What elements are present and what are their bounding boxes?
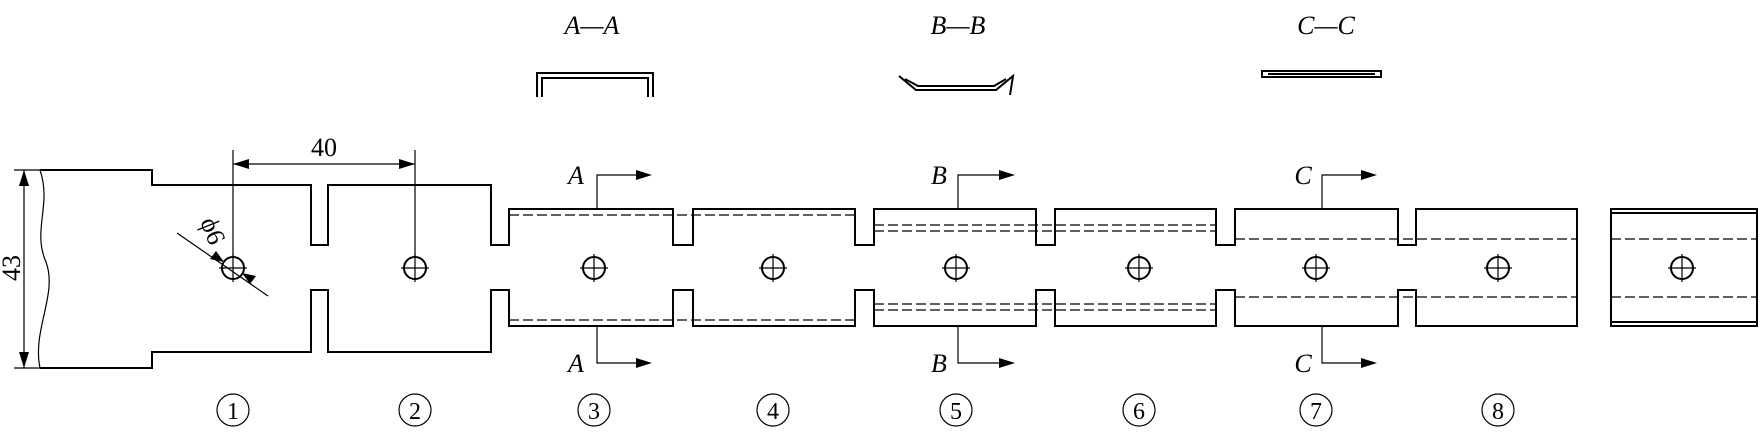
pilot-hole-6 <box>1125 254 1153 282</box>
dimension-hole-diameter: ϕ6 <box>176 213 269 297</box>
section-marker-b-bottom: B <box>931 349 947 378</box>
section-title-c-c: C—C <box>1297 11 1355 40</box>
section-view-c-c: C—C <box>1261 11 1382 78</box>
profile-b-b <box>898 73 1015 96</box>
profile-a-a <box>536 72 654 97</box>
dimension-width: 43 <box>0 169 40 369</box>
section-marker-c-top: C <box>1294 161 1312 190</box>
pilot-hole-5 <box>942 254 970 282</box>
station-label-1: 1 <box>216 393 250 427</box>
station-label-8: 8 <box>1481 393 1515 427</box>
section-marker-a-top: A <box>566 161 584 190</box>
break-line-left <box>37 169 50 369</box>
station-label-7: 7 <box>1299 393 1333 427</box>
svg-text:4: 4 <box>767 399 779 425</box>
profile-c-c <box>1261 70 1382 78</box>
pilot-hole-8 <box>1484 254 1512 282</box>
hole-diameter-label: ϕ6 <box>194 213 231 249</box>
section-marker-a: A A <box>566 161 652 378</box>
svg-text:6: 6 <box>1133 399 1145 425</box>
pilot-hole-7 <box>1302 254 1330 282</box>
section-view-a-a: A—A <box>536 11 654 97</box>
section-marker-a-bottom: A <box>566 349 584 378</box>
section-marker-b-top: B <box>931 161 947 190</box>
pilot-hole-1 <box>219 254 247 282</box>
svg-text:3: 3 <box>588 399 600 425</box>
svg-text:8: 8 <box>1492 399 1504 425</box>
station-labels: 1 2 3 4 5 6 7 8 <box>216 393 1515 427</box>
final-part-outline <box>1610 208 1758 327</box>
strip-outline <box>40 169 1578 369</box>
pilot-hole-3 <box>580 254 608 282</box>
svg-text:1: 1 <box>227 399 239 425</box>
station-label-3: 3 <box>577 393 611 427</box>
section-marker-b: B B <box>931 161 1015 378</box>
pilot-hole-2 <box>401 254 429 282</box>
dimension-pitch: 40 <box>232 133 416 256</box>
pilot-holes <box>219 254 1696 282</box>
section-title-a-a: A—A <box>563 11 620 40</box>
pitch-dimension-label: 40 <box>311 133 337 162</box>
station-label-2: 2 <box>398 393 432 427</box>
section-marker-c: C C <box>1294 161 1377 378</box>
pilot-hole-final <box>1668 254 1696 282</box>
section-marker-c-bottom: C <box>1294 349 1312 378</box>
section-title-b-b: B—B <box>931 11 986 40</box>
svg-text:5: 5 <box>950 399 962 425</box>
pilot-hole-4 <box>759 254 787 282</box>
bend-lines <box>509 214 1757 321</box>
svg-text:2: 2 <box>409 399 421 425</box>
svg-text:7: 7 <box>1310 399 1322 425</box>
station-label-5: 5 <box>939 393 973 427</box>
width-dimension-label: 43 <box>0 255 26 281</box>
station-label-6: 6 <box>1122 393 1156 427</box>
section-view-b-b: B—B <box>898 11 1015 96</box>
station-label-4: 4 <box>756 393 790 427</box>
